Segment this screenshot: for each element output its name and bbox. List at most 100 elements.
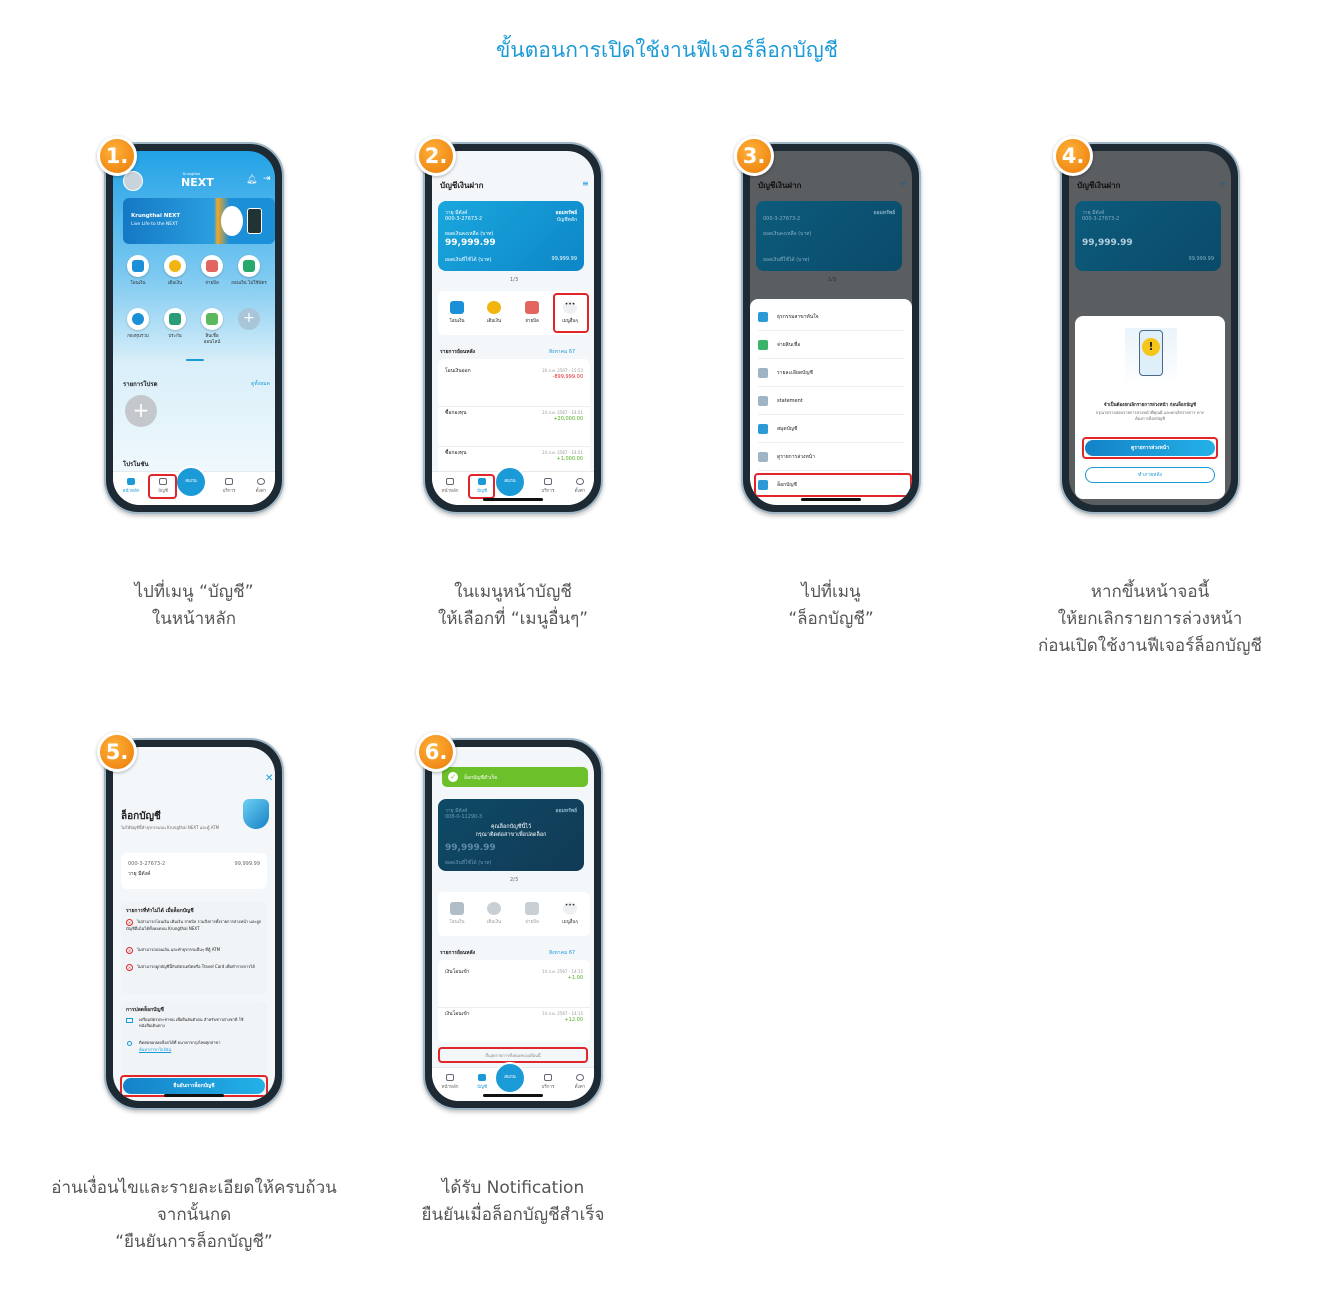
mascot-image	[221, 206, 243, 236]
caption-line: ในหน้าหลัก	[151, 609, 237, 629]
transaction-row[interactable]: ซื้อกองทุน 14 ส.ค. 2567 - 14:51 +20,000.…	[438, 407, 590, 447]
promotions-heading: โปรโมชัน	[123, 461, 149, 468]
shortcut-online-loan[interactable]	[201, 308, 223, 330]
action-label: เติมเงิน	[486, 920, 502, 925]
account-card[interactable]: วายุ มีตังค์ 000-3-27673-2 ออมทรัพย์ บัญ…	[438, 201, 584, 271]
dimmed-screen: บัญชีเงินฝาก ≡ 000-3-27673-2 ออมทรัพย์ ย…	[750, 151, 912, 505]
menu-item-passbook[interactable]: สมุดบัญชี	[758, 415, 904, 443]
bottom-nav: หน้าหลัก บัญชี สแกน บริการ ตั้งค่า	[432, 1062, 594, 1101]
transaction-row[interactable]: ซื้อกองทุน 14 ส.ค. 2567 - 14:51 +1,000.0…	[438, 447, 590, 479]
action-more[interactable]: •••เมนูอื่นๆ	[555, 902, 585, 925]
nav-services[interactable]: บริการ	[534, 478, 562, 494]
add-shortcut-button[interactable]: +	[238, 308, 260, 330]
shortcut-topup[interactable]	[164, 255, 186, 277]
nav-services[interactable]: บริการ	[215, 478, 243, 494]
nav-label: หน้าหลัก	[122, 489, 140, 494]
lock-icon	[758, 480, 768, 490]
nav-account[interactable]: บัญชี	[468, 1074, 496, 1090]
shortcut-insurance[interactable]	[164, 308, 186, 330]
step-badge: 6.	[416, 732, 456, 772]
menu-item-account-details[interactable]: รายละเอียดบัญชี	[758, 359, 904, 387]
menu-item-branch[interactable]: ธุรกรรมสาขาทันใจ	[758, 303, 904, 331]
balance-value: 99,999.99	[1082, 238, 1133, 248]
balance-label: ยอดเงินคงเหลือ (บาท)	[445, 231, 494, 237]
shortcut-transfer[interactable]	[127, 255, 149, 277]
bill-icon	[525, 301, 539, 314]
bottom-nav: หน้าหลัก บัญชี สแกน บริการ ตั้งค่า	[113, 466, 275, 505]
caption-line: ให้ยกเลิกรายการล่วงหน้า	[1057, 609, 1243, 629]
transaction-row[interactable]: โอนเงินออก 16 ส.ค. 2567 - 15:53 -899,999…	[438, 367, 590, 407]
caption-line: ในเมนูหน้าบัญชี	[454, 582, 572, 602]
coin-icon	[487, 301, 501, 314]
menu-item-lock-account[interactable]: ล็อกบัญชี	[758, 471, 904, 499]
nav-label: สแกน	[185, 479, 197, 484]
logout-icon[interactable]: ⇥	[263, 174, 271, 184]
nav-label: บริการ	[541, 489, 555, 494]
nav-home[interactable]: หน้าหลัก	[117, 478, 145, 494]
account-balance: 99,999.99	[234, 861, 260, 867]
unlock-section: การปลดล็อกบัญชี เตรียมบัตรประชาชน เพื่อย…	[121, 1001, 267, 1075]
menu-item-label: ล็อกบัญชี	[777, 482, 797, 488]
confirm-lock-button[interactable]: ยืนยันการล็อกบัญชี	[123, 1078, 265, 1094]
nav-label: สแกน	[504, 1075, 516, 1080]
nav-account[interactable]: บัญชี	[149, 478, 177, 494]
action-topup[interactable]: เติมเงิน	[479, 301, 509, 324]
nav-label: ตั้งค่า	[574, 1085, 586, 1090]
shortcut-mutual-fund[interactable]	[127, 308, 149, 330]
promo-banner[interactable]: Krungthai NEXT Live Life to the NEXT	[123, 198, 275, 244]
step-caption: ไปที่เมนู “บัญชี”ในหน้าหลัก	[34, 579, 354, 633]
nav-scan[interactable]: สแกน	[175, 466, 207, 498]
nav-home[interactable]: หน้าหลัก	[436, 1074, 464, 1090]
menu-item-statement[interactable]: statement	[758, 387, 904, 415]
action-label: เมนูอื่นๆ	[562, 920, 578, 925]
view-scheduled-button[interactable]: ดูรายการล่วงหน้า	[1085, 440, 1215, 456]
restrictions-section: รายการที่ทำไม่ได้ เมื่อล็อกบัญชี ×ไม่สาม…	[121, 902, 267, 994]
account-number: 000-3-27673-2	[763, 216, 801, 222]
shortcut-billpay[interactable]	[201, 255, 223, 277]
nav-label: สแกน	[504, 479, 516, 484]
account-owner: วายุ มีตังค์	[445, 210, 468, 216]
action-more[interactable]: •••เมนูอื่นๆ	[555, 301, 585, 324]
transaction-list: เงินโอนเข้า 14 ส.ค. 2567 - 14:15 +1.00 เ…	[438, 960, 590, 1042]
phone-step-5: 5. ✕ ล็อกบัญชี ไม่ให้บัญชีนี้ทำธุรกรรมบน…	[97, 732, 284, 1110]
nav-services[interactable]: บริการ	[534, 1074, 562, 1090]
transaction-row[interactable]: เงินโอนเข้า 14 ส.ค. 2567 - 14:15 +1.00	[438, 968, 590, 1008]
action-billpay[interactable]: จ่ายบิล	[517, 301, 547, 324]
month-selector[interactable]: สิงหาคม 67	[549, 950, 576, 956]
avatar[interactable]	[123, 171, 143, 191]
nav-account[interactable]: บัญชี	[468, 478, 496, 494]
see-all-link[interactable]: ดูทั้งหมด	[251, 381, 270, 387]
gear-icon	[576, 478, 584, 485]
bell-icon[interactable]: 🔔︎	[246, 175, 258, 185]
account-type-sub: บัญชีหลัก	[556, 217, 577, 223]
locked-message: คุณล็อกบัญชีนี้ไว้	[490, 824, 532, 830]
action-transfer[interactable]: โอนเงิน	[442, 301, 472, 324]
nav-settings[interactable]: ตั้งค่า	[566, 1074, 594, 1090]
later-button[interactable]: ทำภายหลัง	[1085, 467, 1215, 483]
nav-settings[interactable]: ตั้งค่า	[566, 478, 594, 494]
action-label: เมนูอื่นๆ	[562, 319, 578, 324]
account-number: 000-3-27673-2	[1082, 216, 1120, 222]
find-branch-link[interactable]: ค้นหาสาขาใกล้ฉัน	[139, 1047, 172, 1052]
close-icon[interactable]: ✕	[265, 773, 274, 784]
menu-icon[interactable]: ≡	[582, 179, 589, 188]
transaction-row[interactable]: เงินโอนเข้า 14 ส.ค. 2567 - 14:15 +12.00	[438, 1008, 590, 1040]
account-card: วายุ มีตังค์ 000-3-27673-2 99,999.99 99,…	[1075, 201, 1221, 271]
nav-settings[interactable]: ตั้งค่า	[247, 478, 275, 494]
nav-label: บัญชี	[477, 1085, 487, 1090]
nav-scan[interactable]: สแกน	[494, 466, 526, 498]
restriction-text: ไม่สามารถถอนเงิน และทำธุรกรรมอื่นๆ ที่ตู…	[137, 947, 221, 952]
caption-line: ก่อนเปิดใช้งานฟีเจอร์ล็อกบัญชี	[1038, 636, 1262, 656]
menu-item-scheduled[interactable]: ดูรายการล่วงหน้า	[758, 443, 904, 471]
menu-item-loan-payment[interactable]: จ่ายสินเชื่อ	[758, 331, 904, 359]
action-row: โอนเงิน เติมเงิน จ่ายบิล •••เมนูอื่นๆ	[438, 892, 590, 936]
month-selector[interactable]: สิงหาคม 67	[549, 349, 576, 355]
shortcut-label: ประกัน	[168, 334, 182, 339]
account-card: 000-3-27673-2 ออมทรัพย์ ยอดเงินคงเหลือ (…	[756, 201, 902, 271]
add-favorite-button[interactable]: +	[125, 395, 157, 427]
cash-icon	[758, 339, 768, 350]
nav-scan[interactable]: สแกน	[494, 1062, 526, 1094]
bottom-nav: หน้าหลัก บัญชี สแกน บริการ ตั้งค่า	[432, 466, 594, 505]
nav-home[interactable]: หน้าหลัก	[436, 478, 464, 494]
shortcut-cardless-withdraw[interactable]	[238, 255, 260, 277]
